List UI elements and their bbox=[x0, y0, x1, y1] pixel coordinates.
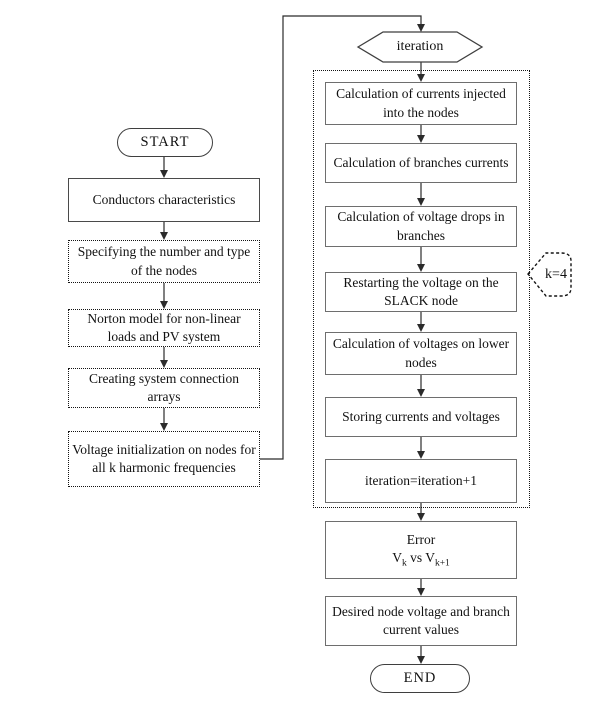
loop-step-voltage-drops: Calculation of voltage drops in branches bbox=[325, 206, 517, 247]
step-connection-arrays: Creating system connection arrays bbox=[68, 368, 260, 408]
step-voltage-initialization: Voltage initialization on nodes for all … bbox=[68, 431, 260, 487]
step-conductors-characteristics: Conductors characteristics bbox=[68, 178, 260, 222]
arrowhead-norton bbox=[160, 301, 168, 309]
error-box-comparison: Vk vs Vk+1 bbox=[392, 550, 450, 569]
arrowhead-result bbox=[417, 588, 425, 596]
result-box: Desired node voltage and branch current … bbox=[325, 596, 517, 646]
loop-step-iteration-increment: iteration=iteration+1 bbox=[325, 459, 517, 503]
arrowhead-conductors bbox=[160, 170, 168, 178]
arrowhead-into-hexagon bbox=[417, 24, 425, 32]
loop-step-storing: Storing currents and voltages bbox=[325, 397, 517, 437]
k4-tag-label: k=4 bbox=[545, 266, 567, 282]
step-specifying-nodes: Specifying the number and type of the no… bbox=[68, 240, 260, 283]
arrowhead-specifying bbox=[160, 232, 168, 240]
step-norton-model: Norton model for non-linear loads and PV… bbox=[68, 309, 260, 347]
iteration-loop-container bbox=[313, 70, 530, 508]
loop-step-slack-restart: Restarting the voltage on the SLACK node bbox=[325, 272, 517, 312]
error-box-title: Error bbox=[406, 531, 436, 547]
loop-step-lower-node-voltages: Calculation of voltages on lower nodes bbox=[325, 332, 517, 375]
iteration-hexagon-label: iteration bbox=[396, 39, 444, 54]
arrowhead-error bbox=[417, 513, 425, 521]
start-terminator: START bbox=[117, 128, 213, 157]
loop-step-branches-currents: Calculation of branches currents bbox=[325, 143, 517, 183]
arrowhead-creating bbox=[160, 360, 168, 368]
arrowhead-voltageinit bbox=[160, 423, 168, 431]
arrowhead-end bbox=[417, 656, 425, 664]
error-box: Error Vk vs Vk+1 bbox=[325, 521, 517, 579]
end-terminator: END bbox=[370, 664, 470, 693]
loop-step-currents-injected: Calculation of currents injected into th… bbox=[325, 82, 517, 125]
